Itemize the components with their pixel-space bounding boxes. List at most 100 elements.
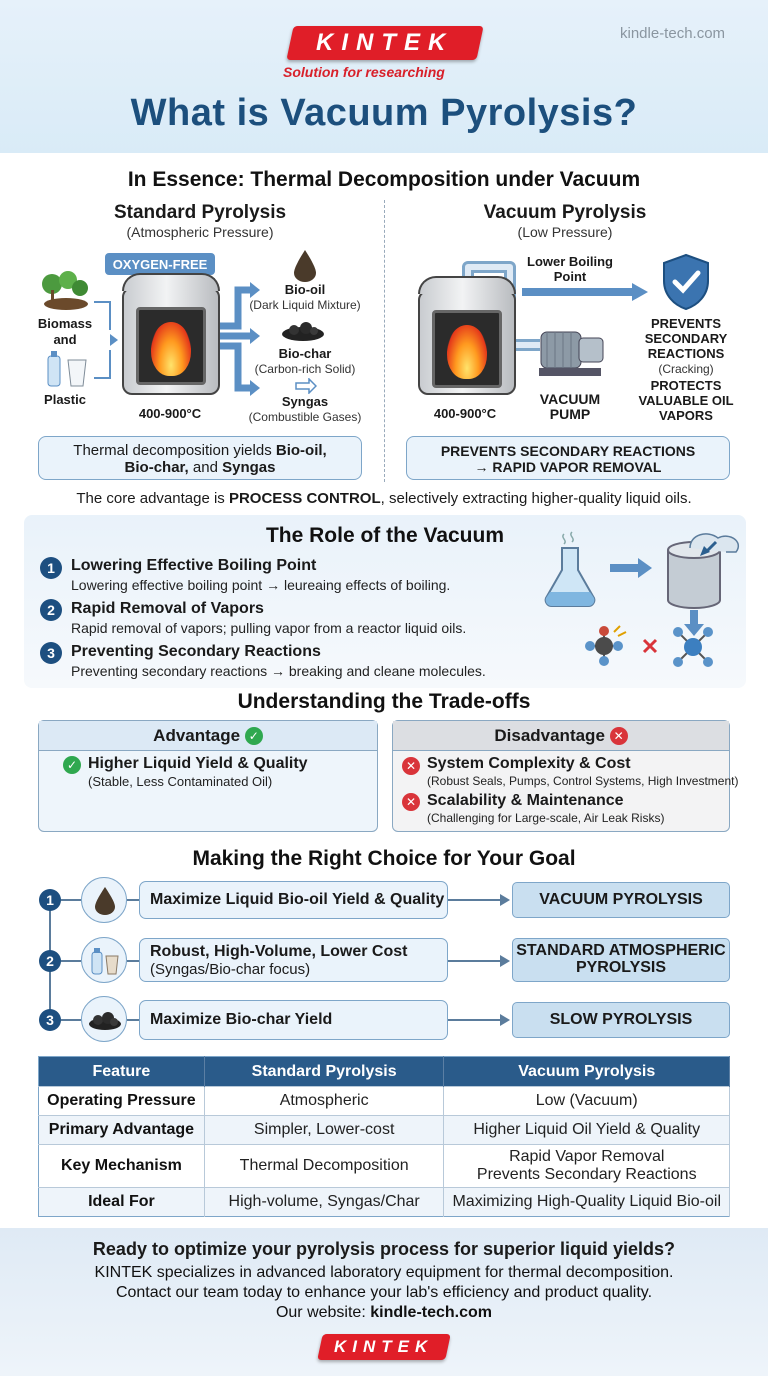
input-arrows — [94, 301, 118, 379]
essence-title: In Essence: Thermal Decomposition under … — [127, 168, 641, 191]
check-icon: ✓ — [244, 726, 263, 745]
website-link[interactable]: kindle-tech.com — [620, 25, 726, 42]
table-cell-vacuum-line2: Prevents Secondary Reactions — [476, 1166, 697, 1183]
bio-oil-desc: (Dark Liquid Mixture) — [249, 298, 361, 312]
vacuum-temp: 400-900°C — [433, 406, 497, 421]
choice-goal-1[interactable]: Maximize Liquid Bio-oil Yield & Quality — [139, 881, 448, 919]
table-cell-feature: Key Mechanism — [38, 1144, 205, 1188]
disadvantage-item-title-1: System Complexity & Cost — [427, 755, 631, 772]
arrow-right-icon — [500, 955, 510, 967]
boiling-point-arrow — [522, 283, 648, 301]
vacuum-pump-icon — [539, 331, 604, 376]
role-number-1: 1 — [40, 557, 62, 579]
table-header-row: Feature Standard Pyrolysis Vacuum Pyroly… — [38, 1056, 730, 1087]
table-row: Key Mechanism Thermal Decomposition Rapi… — [38, 1144, 730, 1188]
output-arrows — [220, 282, 260, 396]
role-item-title-2: Rapid Removal of Vapors — [71, 600, 264, 617]
choice-link-1 — [61, 899, 81, 901]
advantage-item-title: Higher Liquid Yield & Quality — [88, 755, 308, 772]
role-item-title-1: Lowering Effective Boiling Point — [71, 557, 317, 574]
page-title: What is Vacuum Pyrolysis? — [130, 92, 638, 134]
table-row: Ideal For High-volume, Syngas/Char Maxim… — [38, 1187, 730, 1217]
role-title: The Role of the Vacuum — [265, 524, 505, 547]
protects-vapors-label: PROTECTS VALUABLE OIL VAPORS — [638, 378, 734, 423]
vacuum-pump-label: VACUUM PUMP — [539, 391, 601, 422]
footer-website: Our website: kindle-tech.com — [0, 1304, 768, 1322]
footer-line-1: KINTEK specializes in advanced laborator… — [94, 1264, 674, 1281]
disadvantage-item-title-2: Scalability & Maintenance — [427, 792, 624, 809]
choice-result-2[interactable]: STANDARD ATMOSPHERIC PYROLYSIS — [512, 938, 730, 982]
footer-website-label: Our website: — [275, 1304, 371, 1321]
role-item-desc-2: Rapid removal of vapors; pulling vapor f… — [71, 620, 467, 636]
table-cell-standard: High-volume, Syngas/Char — [204, 1187, 445, 1217]
cross-icon: ✕ — [402, 793, 420, 811]
table-cell-vacuum: Low (Vacuum) — [443, 1086, 730, 1116]
arrow-right-icon — [500, 1014, 510, 1026]
table-cell-standard: Atmospheric — [204, 1086, 445, 1116]
table-cell-vacuum: Rapid Vapor Removal Prevents Secondary R… — [443, 1144, 730, 1188]
disadvantage-header: Disadvantage ✕ — [393, 721, 729, 751]
choice-link-2b — [127, 960, 139, 962]
standard-reactor-icon — [122, 273, 220, 395]
vacuum-reactor-icon — [418, 276, 516, 395]
table-cell-vacuum-line1: Rapid Vapor Removal — [509, 1148, 665, 1165]
bio-char-label: Bio-char — [278, 346, 332, 361]
input-biomass-label: Biomass and — [37, 316, 93, 347]
disadvantage-item-desc-1: (Robust Seals, Pumps, Control Systems, H… — [427, 774, 739, 788]
comparison-table: Feature Standard Pyrolysis Vacuum Pyroly… — [38, 1056, 730, 1217]
shield-check-icon — [663, 253, 709, 311]
syngas-label: Syngas — [281, 394, 329, 409]
syngas-desc: (Combustible Gases) — [248, 410, 362, 424]
choice-link-3b — [127, 1019, 139, 1021]
choice-result-1[interactable]: VACUUM PYROLYSIS — [512, 882, 730, 918]
footer-website-link[interactable]: kindle-tech.com — [370, 1304, 493, 1321]
standard-summary: Thermal decomposition yields Bio-oil, Bi… — [38, 436, 362, 480]
choice-goal-1-label: Maximize Liquid Bio-oil Yield & Quality — [150, 891, 445, 908]
input-plastic-label: Plastic — [44, 392, 86, 407]
prevents-secondary-label: PREVENTS SECONDARY REACTIONS — [644, 316, 728, 361]
vacuum-summary-line1: PREVENTS SECONDARY REACTIONS — [440, 443, 696, 459]
table-cell-feature: Ideal For — [38, 1187, 205, 1217]
bio-char-icon — [81, 996, 127, 1042]
summary-and: and — [188, 459, 223, 476]
choice-link-1b — [127, 899, 139, 901]
choice-result-3[interactable]: SLOW PYROLYSIS — [512, 1002, 730, 1038]
advantage-box: Advantage ✓ — [38, 720, 378, 832]
tagline: Solution for researching — [283, 64, 445, 80]
table-cell-vacuum: Higher Liquid Oil Yield & Quality — [443, 1115, 730, 1145]
summary-text: Thermal decomposition yields — [73, 442, 276, 459]
table-cell-feature: Operating Pressure — [38, 1086, 205, 1116]
summary-bio-char: Bio-char, — [124, 459, 189, 476]
bio-oil-drop-icon — [81, 877, 127, 923]
choice-arrow-line-1 — [448, 899, 500, 901]
role-item-desc-3: Preventing secondary reactions → breakin… — [71, 663, 486, 679]
bottle-cup-icon — [81, 937, 127, 983]
kintek-logo: KINTEK — [286, 26, 484, 60]
disadvantage-item-desc-2: (Challenging for Large-scale, Air Leak R… — [427, 811, 665, 825]
lower-boiling-point-label: Lower Boiling Point — [527, 254, 613, 284]
summary-syngas: Syngas — [222, 459, 276, 476]
bio-oil-drop-icon — [294, 250, 316, 282]
vacuum-summary: PREVENTS SECONDARY REACTIONS → RAPID VAP… — [406, 436, 730, 480]
vacuum-summary-line2: → RAPID VAPOR REMOVAL — [474, 459, 662, 475]
choice-arrow-line-2 — [448, 960, 500, 962]
table-cell-feature: Primary Advantage — [38, 1115, 205, 1145]
choice-goal-2-sub: (Syngas/Bio-char focus) — [150, 961, 311, 978]
bio-oil-label: Bio-oil — [284, 282, 326, 297]
choice-goal-3[interactable]: Maximize Bio-char Yield — [139, 1000, 448, 1040]
standard-title: Standard Pyrolysis — [113, 202, 287, 223]
disadvantage-box: Disadvantage ✕ — [392, 720, 730, 832]
kintek-footer-logo: KINTEK — [317, 1334, 451, 1360]
choice-number-3: 3 — [39, 1009, 61, 1031]
advantage-item-desc: (Stable, Less Contaminated Oil) — [88, 774, 273, 789]
table-header-feature: Feature — [38, 1056, 205, 1087]
footer-line-2: Contact our team today to enhance your l… — [115, 1284, 653, 1301]
choice-goal-2[interactable]: Robust, High-Volume, Lower Cost (Syngas/… — [139, 938, 448, 982]
bio-char-desc: (Carbon-rich Solid) — [254, 362, 356, 376]
role-panel — [24, 515, 746, 688]
syngas-arrow-icon — [295, 378, 317, 394]
core-advantage-text: The core advantage is PROCESS CONTROL, s… — [0, 490, 768, 507]
table-row: Operating Pressure Atmospheric Low (Vacu… — [38, 1086, 730, 1116]
column-divider — [384, 200, 385, 482]
choice-goal-3-label: Maximize Bio-char Yield — [150, 1011, 333, 1028]
